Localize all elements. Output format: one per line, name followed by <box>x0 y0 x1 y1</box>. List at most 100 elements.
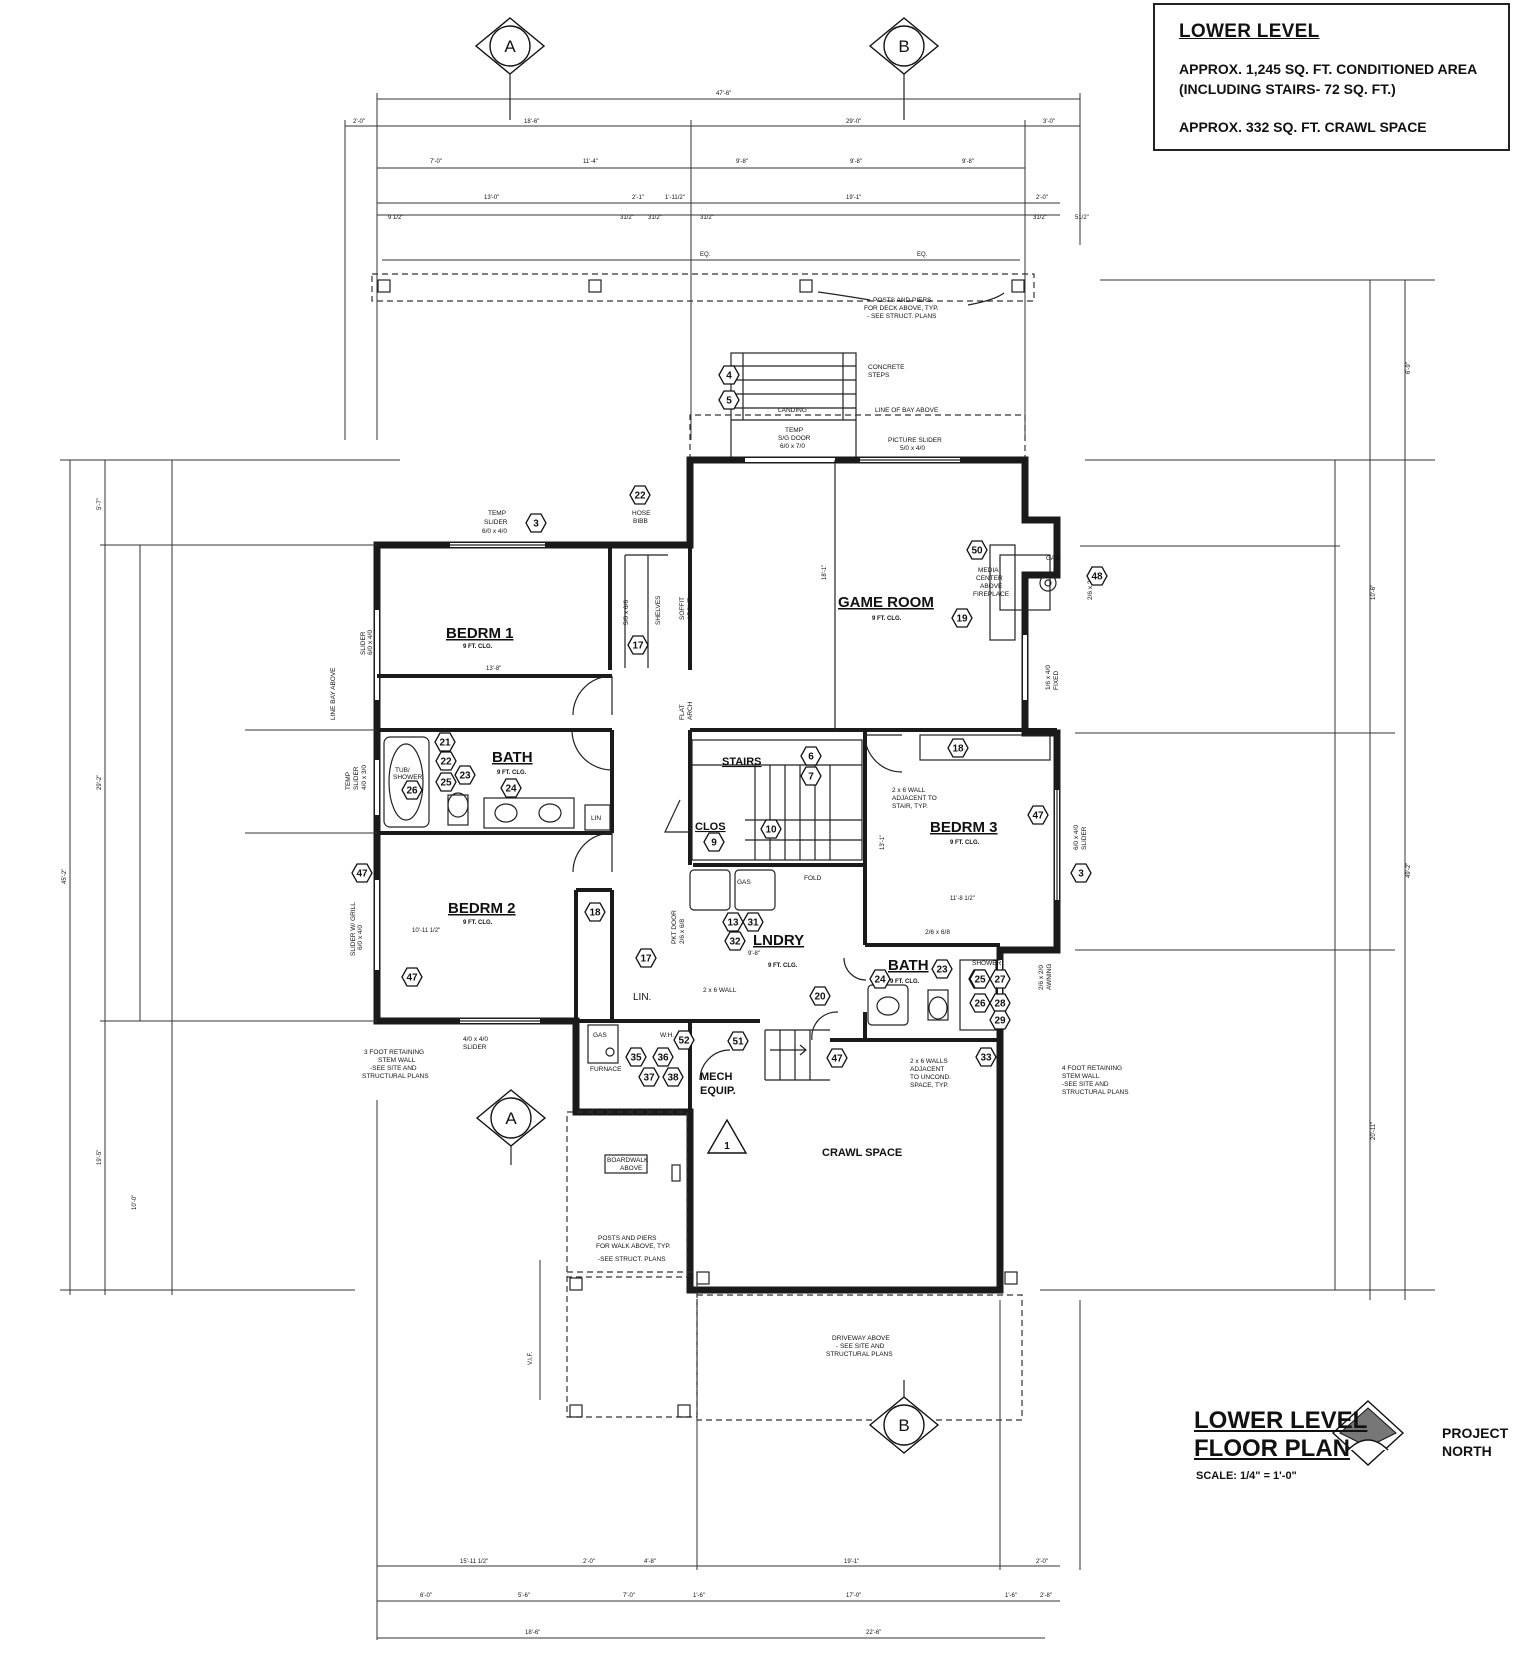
hex-tag: 25 <box>435 772 457 792</box>
area-crawl: APPROX. 332 SQ. FT. CRAWL SPACE <box>1179 119 1427 135</box>
svg-text:11'-4": 11'-4" <box>583 159 598 165</box>
dim-overall: 47'-6" <box>716 91 731 97</box>
svg-text:6/0 x 4/0: 6/0 x 4/0 <box>357 925 364 950</box>
hex-tag: 13 <box>722 912 744 932</box>
svg-text:TEMP: TEMP <box>488 510 506 517</box>
svg-text:9'-8": 9'-8" <box>850 159 862 165</box>
hex-tag-label: 25 <box>974 975 986 986</box>
hex-tag-label: 47 <box>406 973 418 984</box>
top-dimensions: 47'-6" 2'-0" 18'-6" 29'-0" 3'-0" 7'-0" 1… <box>344 91 1089 440</box>
svg-text:CENTER: CENTER <box>976 575 1003 582</box>
svg-text:19'-5": 19'-5" <box>97 1150 103 1165</box>
svg-text:6/0 x 7/0: 6/0 x 7/0 <box>780 443 805 450</box>
section-marker-a-top[interactable]: A <box>474 17 546 120</box>
svg-text:SLIDER: SLIDER <box>1081 826 1088 850</box>
svg-text:9 FT. CLG.: 9 FT. CLG. <box>872 616 902 622</box>
svg-text:SPACE, TYP.: SPACE, TYP. <box>910 1082 949 1089</box>
side-dimensions: 6'-9" 49'-2" 10'-6" 20'-11" 45'-2" 5'-7"… <box>60 279 1435 1570</box>
hex-tag: 17 <box>635 948 657 968</box>
svg-text:TUB/: TUB/ <box>395 767 410 774</box>
hex-tag-label: 47 <box>1032 811 1044 822</box>
hex-tag-label: 3 <box>533 519 539 530</box>
svg-text:4'-8": 4'-8" <box>644 1559 656 1565</box>
hex-tag: 22 <box>435 751 457 771</box>
hex-tag: 47 <box>401 967 423 987</box>
svg-text:STEM WALL: STEM WALL <box>378 1057 416 1064</box>
svg-text:ADJACENT: ADJACENT <box>910 1066 944 1073</box>
svg-text:ADJACENT TO: ADJACENT TO <box>892 795 937 802</box>
revision-triangle: 1 <box>706 1118 748 1154</box>
hex-tag-label: 24 <box>874 975 886 986</box>
svg-text:ABOVE: ABOVE <box>980 583 1003 590</box>
svg-text:EQUIP.: EQUIP. <box>700 1085 736 1097</box>
hex-tag: 48 <box>1086 566 1108 586</box>
svg-text:POSTS AND PIERS: POSTS AND PIERS <box>598 1235 657 1242</box>
svg-text:FLAT: FLAT <box>679 705 686 720</box>
svg-text:GAS: GAS <box>737 879 751 886</box>
section-marker-b-bottom[interactable]: B <box>868 1380 940 1454</box>
hex-tag-label: 48 <box>1091 572 1103 583</box>
hex-tag-label: 17 <box>640 954 652 965</box>
svg-text:31/2": 31/2" <box>700 215 714 221</box>
svg-text:49'-2": 49'-2" <box>1406 863 1412 878</box>
hex-tag-label: 24 <box>505 784 517 795</box>
section-marker-a-bottom[interactable]: A <box>475 1089 547 1165</box>
hex-tag: 21 <box>434 732 456 752</box>
svg-text:9 FT. CLG.: 9 FT. CLG. <box>768 963 798 969</box>
svg-text:18'-6": 18'-6" <box>524 119 539 125</box>
hex-tag: 6 <box>800 746 822 766</box>
svg-text:10'-6": 10'-6" <box>1371 585 1377 600</box>
svg-text:SLIDER W/ GRILL: SLIDER W/ GRILL <box>350 902 357 956</box>
svg-text:MEDIA: MEDIA <box>978 567 999 574</box>
svg-text:SHOWER: SHOWER <box>393 774 423 781</box>
svg-text:1'-6": 1'-6" <box>693 1593 705 1599</box>
hex-tag: 29 <box>989 1010 1011 1030</box>
svg-text:9'-8": 9'-8" <box>748 951 760 957</box>
hex-tag: 50 <box>966 540 988 560</box>
hex-tag: 38 <box>662 1067 684 1087</box>
annotations: TEMP SLIDER 6/0 x 4/0 HOSE BIBB MEDIA CE… <box>330 510 1129 1358</box>
svg-text:2'-1": 2'-1" <box>632 195 644 201</box>
svg-text:FIREPLACE: FIREPLACE <box>973 591 1010 598</box>
svg-text:9 FT. CLG.: 9 FT. CLG. <box>463 920 493 926</box>
hex-tag-label: 38 <box>667 1073 679 1084</box>
svg-text:13'-1": 13'-1" <box>880 835 886 850</box>
hex-tag: 36 <box>652 1047 674 1067</box>
svg-text:LIN.: LIN. <box>633 992 651 1003</box>
svg-text:ARCH: ARCH <box>687 701 694 720</box>
svg-text:15'-11 1/2": 15'-11 1/2" <box>460 1559 488 1565</box>
svg-text:B: B <box>898 1416 909 1435</box>
section-marker-b-top[interactable]: B <box>868 17 940 120</box>
svg-text:9'-8": 9'-8" <box>736 159 748 165</box>
svg-text:9'-8": 9'-8" <box>962 159 974 165</box>
area-summary-title: LOWER LEVEL <box>1179 21 1320 42</box>
svg-text:LIN: LIN <box>591 815 601 822</box>
hex-tag: 51 <box>727 1031 749 1051</box>
hex-tag-label: 10 <box>765 825 777 836</box>
hex-tag: 28 <box>989 993 1011 1013</box>
svg-text:5'-7": 5'-7" <box>97 498 103 510</box>
svg-text:STRUCTURAL PLANS: STRUCTURAL PLANS <box>1062 1089 1129 1096</box>
room-clos: CLOS <box>695 821 726 833</box>
svg-text:9 FT. CLG.: 9 FT. CLG. <box>890 979 920 985</box>
svg-text:LANDING: LANDING <box>778 407 807 414</box>
svg-text:STAIR, TYP.: STAIR, TYP. <box>892 803 928 810</box>
hex-tag-label: 27 <box>994 975 1006 986</box>
svg-text:2 x 6 WALLS: 2 x 6 WALLS <box>910 1058 948 1065</box>
svg-text:EQ.: EQ. <box>700 252 711 258</box>
svg-text:SLIDER: SLIDER <box>484 519 508 526</box>
hex-tag-label: 26 <box>406 786 418 797</box>
room-bedrm3: BEDRM 3 <box>930 819 998 836</box>
svg-text:STRUCTURAL PLANS: STRUCTURAL PLANS <box>826 1351 893 1358</box>
hex-tag-label: 21 <box>439 738 451 749</box>
hex-tag: 26 <box>401 780 423 800</box>
svg-text:-SEE SITE AND: -SEE SITE AND <box>370 1065 417 1072</box>
svg-text:ABOVE: ABOVE <box>620 1165 643 1172</box>
svg-text:STRUCTURAL PLANS: STRUCTURAL PLANS <box>362 1073 429 1080</box>
svg-text:A: A <box>504 37 516 56</box>
svg-text:31/2": 31/2" <box>648 215 662 221</box>
hex-tag: 10 <box>760 819 782 839</box>
hex-tag: 52 <box>673 1030 695 1050</box>
hex-tag-label: 32 <box>729 937 741 948</box>
crawl-posts <box>566 1111 1023 1421</box>
